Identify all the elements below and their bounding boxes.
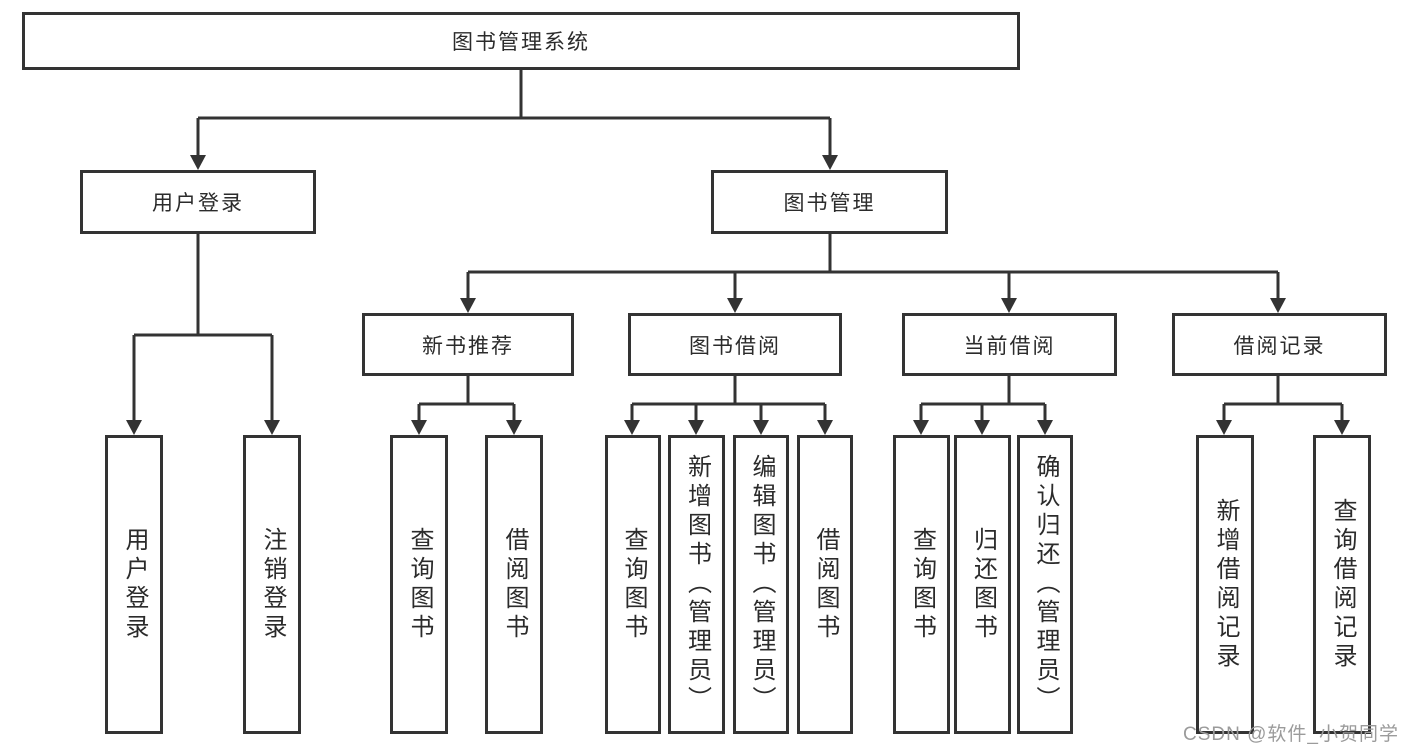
leaf-borrow-edit-admin: 编辑图书（管理员） — [733, 435, 789, 734]
leaf-add-record: 新增借阅记录 — [1196, 435, 1254, 734]
node-current-borrow: 当前借阅 — [902, 313, 1117, 376]
leaf-return-book: 归还图书 — [954, 435, 1011, 734]
leaf-borrow-edit-admin-label: 编辑图书（管理员） — [748, 454, 775, 715]
leaf-borrow-query: 查询图书 — [605, 435, 661, 734]
leaf-return-book-label: 归还图书 — [969, 526, 997, 643]
leaf-borrow-add-admin: 新增图书（管理员） — [668, 435, 725, 734]
leaf-newbooks-borrow: 借阅图书 — [485, 435, 543, 734]
leaf-borrow-query-label: 查询图书 — [620, 526, 647, 643]
node-book-borrow: 图书借阅 — [628, 313, 842, 376]
leaf-confirm-return-admin-label: 确认归还（管理员） — [1032, 454, 1059, 715]
leaf-borrow-book-label: 借阅图书 — [812, 526, 839, 643]
leaf-borrow-add-admin-label: 新增图书（管理员） — [683, 454, 711, 715]
node-user-login: 用户登录 — [80, 170, 316, 234]
leaf-user-login: 用户登录 — [105, 435, 163, 734]
leaf-newbooks-query: 查询图书 — [390, 435, 448, 734]
leaf-newbooks-query-label: 查询图书 — [406, 526, 433, 643]
leaf-query-record-label: 查询借阅记录 — [1329, 497, 1356, 672]
leaf-logout: 注销登录 — [243, 435, 301, 734]
leaf-borrow-book: 借阅图书 — [797, 435, 853, 734]
leaf-logout-label: 注销登录 — [259, 526, 286, 643]
leaf-confirm-return-admin: 确认归还（管理员） — [1017, 435, 1073, 734]
leaf-add-record-label: 新增借阅记录 — [1212, 497, 1239, 672]
leaf-query-record: 查询借阅记录 — [1313, 435, 1371, 734]
node-new-book-recommend: 新书推荐 — [362, 313, 574, 376]
leaf-current-query: 查询图书 — [893, 435, 950, 734]
node-borrow-records: 借阅记录 — [1172, 313, 1387, 376]
node-root-system: 图书管理系统 — [22, 12, 1020, 70]
watermark: CSDN @软件_小贺同学 — [1183, 724, 1399, 745]
leaf-newbooks-borrow-label: 借阅图书 — [501, 526, 528, 643]
node-book-management: 图书管理 — [711, 170, 948, 234]
leaf-current-query-label: 查询图书 — [908, 526, 936, 643]
leaf-user-login-label: 用户登录 — [121, 526, 148, 643]
